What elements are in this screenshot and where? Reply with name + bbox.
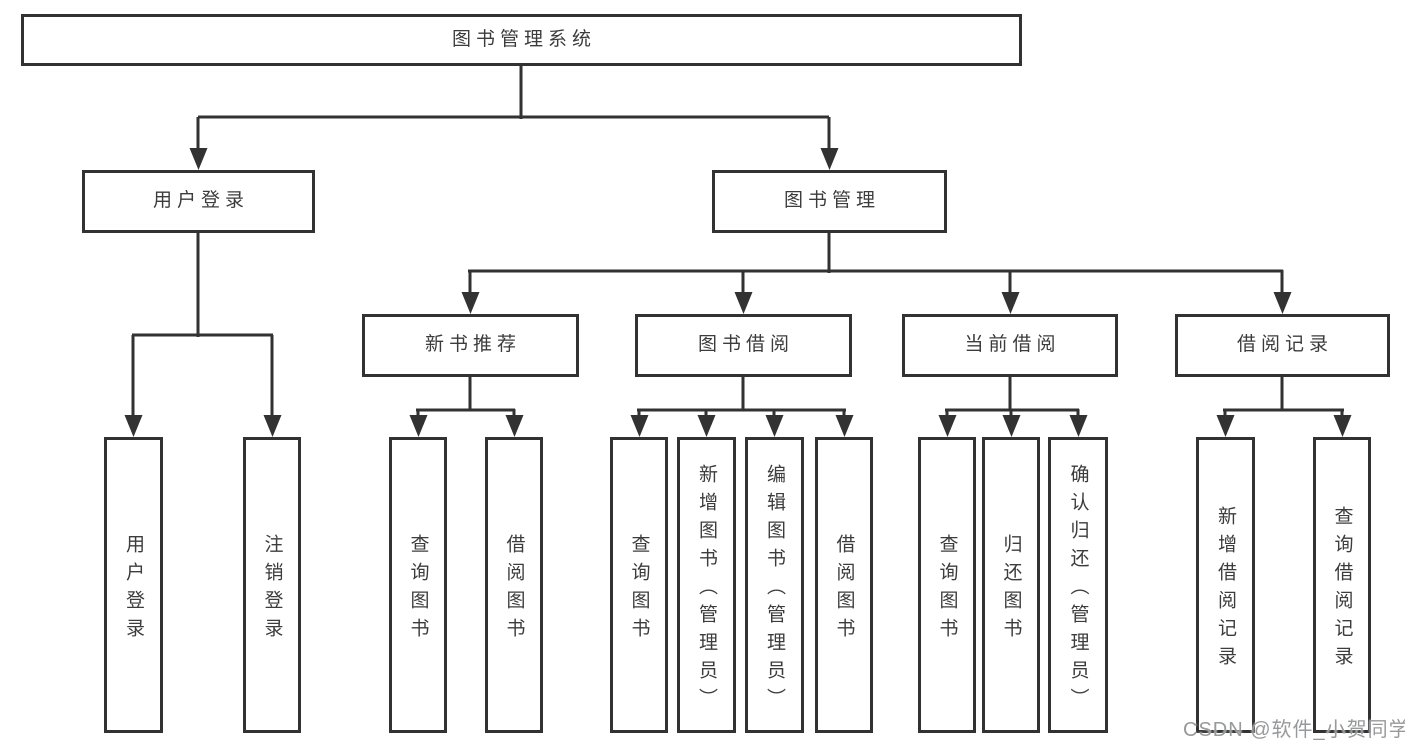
leaf-label: 用户登录 xyxy=(123,533,144,646)
leaf-label: 查询图书 xyxy=(407,533,429,646)
connector-arrow-leaf xyxy=(772,409,776,415)
connector-arrow-leaf xyxy=(416,409,420,415)
leaf-records-add: 新增借阅记录 xyxy=(1196,437,1255,733)
connector-arrow-book-mgmt xyxy=(827,117,831,148)
connector-arrow-leaf xyxy=(1076,409,1080,415)
node-book-management-label: 图书管理 xyxy=(783,190,880,212)
leaf-label: 查询图书 xyxy=(936,533,958,646)
leaf-user-login: 用户登录 xyxy=(104,437,163,733)
node-root: 图书管理系统 xyxy=(21,14,1022,66)
leaf-label: 注销登录 xyxy=(261,533,283,646)
leaf-borrow-book: 借阅图书 xyxy=(815,437,873,733)
node-current-borrow-label: 当前借阅 xyxy=(964,334,1061,356)
csdn-watermark: CSDN @软件_小贺同学 xyxy=(1183,719,1405,741)
leaf-label: 确认归还（管理员） xyxy=(1067,463,1089,716)
connector-arrow-login-leaf xyxy=(131,335,135,415)
connector-book-borrow-crossbar xyxy=(637,408,846,412)
node-current-borrow: 当前借阅 xyxy=(902,314,1118,377)
connector-book-mgmt-stem xyxy=(827,231,831,273)
node-new-book-recommend: 新书推荐 xyxy=(362,314,579,377)
connector-arrow-leaf xyxy=(1223,409,1227,415)
leaf-logout: 注销登录 xyxy=(243,437,301,733)
connector-book-mgmt-crossbar xyxy=(468,269,1283,273)
leaf-borrow-edit-admin: 编辑图书（管理员） xyxy=(745,437,804,733)
node-book-management: 图书管理 xyxy=(712,170,947,233)
leaf-label: 借阅图书 xyxy=(503,533,525,646)
node-user-login: 用户登录 xyxy=(82,170,315,233)
connector-new-books-crossbar xyxy=(416,408,515,412)
connector-arrow-new-books xyxy=(468,270,472,292)
connector-arrow-current-borrow xyxy=(1008,270,1012,292)
connector-current-borrow-stem xyxy=(1008,375,1012,411)
leaf-current-confirm-admin: 确认归还（管理员） xyxy=(1048,437,1108,733)
leaf-borrow-add-admin: 新增图书（管理员） xyxy=(677,437,736,733)
connector-user-login-crossbar xyxy=(132,333,273,337)
connector-arrow-borrow-records xyxy=(1280,270,1284,292)
connector-borrow-records-stem xyxy=(1280,375,1284,411)
leaf-label: 查询图书 xyxy=(628,533,650,646)
connector-arrow-leaf xyxy=(945,409,949,415)
node-new-book-recommend-label: 新书推荐 xyxy=(424,334,521,356)
node-root-label: 图书管理系统 xyxy=(451,28,596,50)
leaf-label: 查询借阅记录 xyxy=(1331,505,1353,674)
leaf-label: 编辑图书（管理员） xyxy=(764,463,785,716)
leaf-label: 新增借阅记录 xyxy=(1215,505,1236,674)
leaf-current-query: 查询图书 xyxy=(918,437,976,733)
connector-arrow-leaf xyxy=(512,409,516,415)
node-borrow-records: 借阅记录 xyxy=(1175,314,1390,377)
leaf-newbooks-borrow: 借阅图书 xyxy=(485,437,543,733)
connector-arrow-leaf xyxy=(637,409,641,415)
leaf-records-query: 查询借阅记录 xyxy=(1313,437,1371,733)
node-book-borrow-label: 图书借阅 xyxy=(697,334,794,356)
connector-new-books-stem xyxy=(468,375,472,411)
connector-arrow-leaf xyxy=(1009,409,1013,415)
connector-borrow-records-crossbar xyxy=(1223,408,1344,412)
leaf-label: 借阅图书 xyxy=(833,533,855,646)
leaf-label: 新增图书（管理员） xyxy=(696,463,717,716)
connector-arrow-leaf xyxy=(842,409,846,415)
leaf-label: 归还图书 xyxy=(1000,533,1022,646)
node-book-borrow: 图书借阅 xyxy=(635,314,852,377)
leaf-borrow-query: 查询图书 xyxy=(610,437,668,733)
leaf-newbooks-query: 查询图书 xyxy=(389,437,447,733)
node-user-login-label: 用户登录 xyxy=(152,190,249,212)
connector-arrow-logout-leaf xyxy=(270,335,274,415)
connector-root-stem xyxy=(519,65,523,119)
connector-root-crossbar xyxy=(198,115,829,119)
connector-arrow-book-borrow xyxy=(741,270,745,292)
node-borrow-records-label: 借阅记录 xyxy=(1236,334,1333,356)
connector-arrow-user-login xyxy=(196,117,200,148)
connector-user-login-stem xyxy=(196,231,200,337)
connector-book-borrow-stem xyxy=(741,375,745,411)
leaf-current-return: 归还图书 xyxy=(982,437,1040,733)
connector-arrow-leaf xyxy=(704,409,708,415)
connector-arrow-leaf xyxy=(1340,409,1344,415)
